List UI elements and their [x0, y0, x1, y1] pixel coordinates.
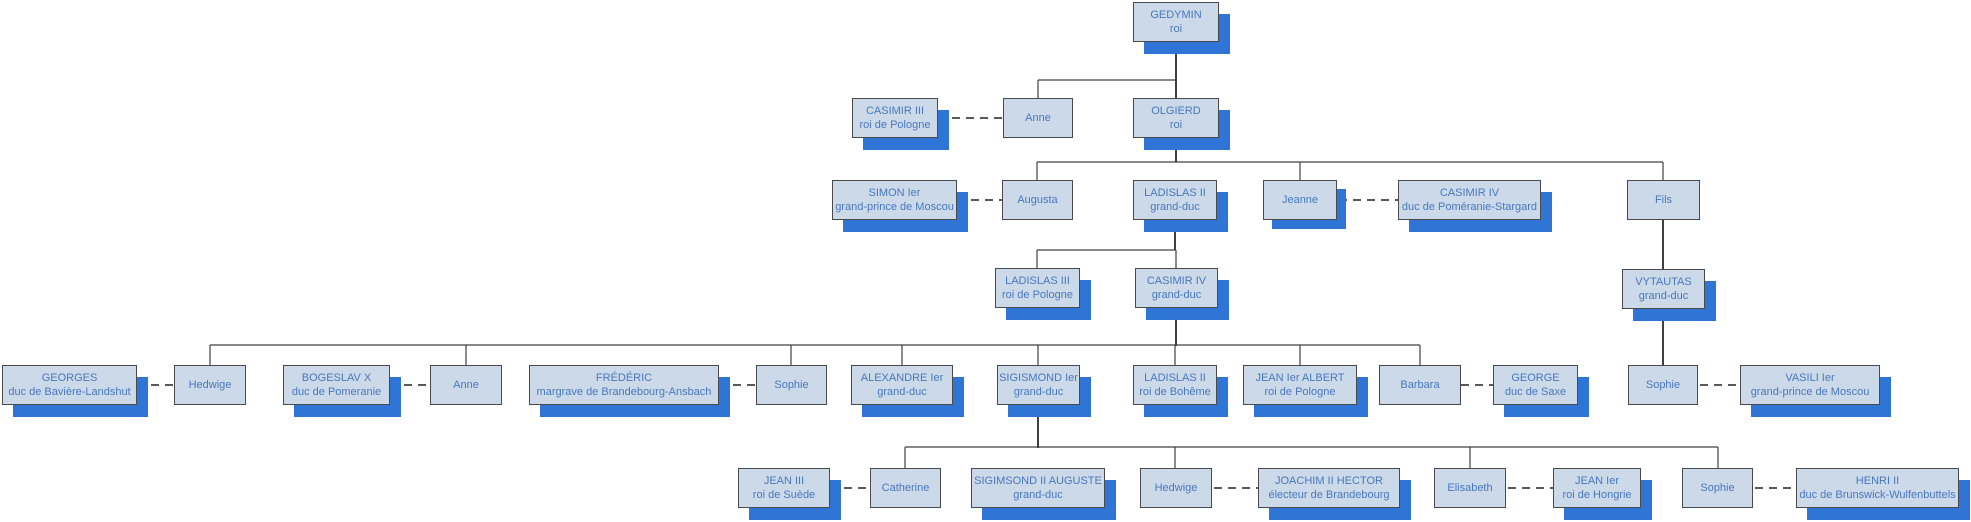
person-name: Hedwige	[1154, 481, 1198, 494]
person-title: duc de Pomeranie	[291, 386, 382, 398]
person-name: GEORGES	[41, 371, 98, 384]
person-name: Sophie	[1645, 378, 1681, 391]
person-name: JOACHIM II HECTOR	[1275, 474, 1383, 487]
person-title: roi de Bohême	[1139, 386, 1211, 398]
person-name: HENRI II	[1855, 474, 1900, 487]
person-name: Fils	[1654, 193, 1673, 206]
node-jeanalbert[interactable]: JEAN Ier ALBERT roi de Pologne	[1243, 365, 1357, 405]
person-name: OLGIERD	[1151, 104, 1201, 117]
node-augusta[interactable]: Augusta	[1002, 180, 1073, 220]
node-casimir4ps[interactable]: CASIMIR IV duc de Poméranie-Stargard	[1398, 180, 1541, 220]
person-name: BOGESLAV X	[301, 371, 372, 384]
person-title: duc de Poméranie-Stargard	[1401, 201, 1538, 213]
person-name: JEAN Ier ALBERT	[1255, 371, 1345, 384]
node-anne1[interactable]: Anne	[1003, 98, 1073, 138]
node-jean1hongrie[interactable]: JEAN Ier roi de Hongrie	[1553, 468, 1641, 508]
person-name: VYTAUTAS	[1635, 275, 1692, 288]
node-olgierd[interactable]: OLGIERD roi	[1133, 98, 1219, 138]
node-sophie1[interactable]: Sophie	[756, 365, 827, 405]
person-name: GEORGE	[1511, 371, 1560, 384]
person-name: FRÉDÉRIC	[595, 371, 653, 384]
person-name: Jeanne	[1281, 193, 1319, 206]
person-title: duc de Brunswick-Wulfenbuttels	[1799, 489, 1956, 501]
person-name: LADISLAS II	[1144, 371, 1206, 384]
person-name: LADISLAS III	[1005, 274, 1070, 287]
person-name: Sophie	[774, 378, 809, 391]
person-name: Catherine	[881, 481, 930, 494]
person-name: Augusta	[1017, 193, 1058, 206]
person-title: duc de Saxe	[1504, 386, 1567, 398]
person-name: SIGISMOND Ier	[999, 371, 1078, 384]
node-casimir3[interactable]: CASIMIR III roi de Pologne	[852, 98, 938, 138]
person-name: GEDYMIN	[1150, 8, 1202, 21]
node-ladislas2[interactable]: LADISLAS II grand-duc	[1133, 180, 1217, 220]
node-sophie2[interactable]: Sophie	[1628, 365, 1698, 405]
node-simon[interactable]: SIMON Ier grand-prince de Moscou	[832, 180, 957, 220]
person-name: JEAN Ier	[1574, 474, 1619, 487]
node-ladislas3[interactable]: LADISLAS III roi de Pologne	[995, 268, 1080, 308]
node-catherine[interactable]: Catherine	[870, 468, 941, 508]
marriage-lines	[137, 117, 1796, 489]
person-name: Anne	[453, 378, 479, 391]
node-ladislas2bo[interactable]: LADISLAS II roi de Bohême	[1133, 365, 1217, 405]
person-name: CASIMIR IV	[1146, 274, 1207, 287]
node-sigimsond2[interactable]: SIGIMSOND II AUGUSTE grand-duc	[971, 468, 1105, 508]
person-name: ALEXANDRE Ier	[860, 371, 944, 384]
person-title: duc de Bavière-Landshut	[8, 386, 131, 398]
node-sigismond1[interactable]: SIGISMOND Ier grand-duc	[997, 365, 1080, 405]
person-name: SIGIMSOND II AUGUSTE	[974, 474, 1102, 487]
node-joachim[interactable]: JOACHIM II HECTOR électeur de Brandebour…	[1258, 468, 1400, 508]
person-title: roi	[1169, 23, 1183, 35]
node-vasili[interactable]: VASILI Ier grand-prince de Moscou	[1740, 365, 1880, 405]
person-name: Elisabeth	[1447, 481, 1493, 494]
node-hedwige2[interactable]: Hedwige	[1140, 468, 1212, 508]
person-name: VASILI Ier	[1785, 371, 1835, 384]
node-anne2[interactable]: Anne	[430, 365, 502, 405]
node-hedwige1[interactable]: Hedwige	[174, 365, 246, 405]
person-name: Sophie	[1700, 481, 1735, 494]
person-name: SIMON Ier	[868, 186, 921, 199]
person-title: électeur de Brandebourg	[1268, 489, 1390, 501]
person-title: grand-duc	[1151, 289, 1202, 301]
person-title: grand-duc	[1150, 201, 1200, 213]
node-jeanne[interactable]: Jeanne	[1263, 180, 1337, 220]
person-title: grand-duc	[877, 386, 927, 398]
node-sophie3[interactable]: Sophie	[1682, 468, 1753, 508]
person-title: roi	[1169, 119, 1183, 131]
person-name: Hedwige	[188, 378, 232, 391]
node-casimir4gd[interactable]: CASIMIR IV grand-duc	[1135, 268, 1218, 308]
node-vytautas[interactable]: VYTAUTAS grand-duc	[1622, 269, 1705, 309]
person-name: Anne	[1025, 111, 1051, 124]
person-title: roi de Pologne	[1002, 289, 1073, 301]
person-name: Barbara	[1400, 378, 1440, 391]
node-gedymin[interactable]: GEDYMIN roi	[1133, 2, 1219, 42]
sibling-bus-lines	[209, 79, 1719, 468]
node-elisabeth[interactable]: Elisabeth	[1434, 468, 1506, 508]
node-barbara[interactable]: Barbara	[1379, 365, 1461, 405]
node-jean3[interactable]: JEAN III roi de Suède	[738, 468, 830, 508]
node-alexandre[interactable]: ALEXANDRE Ier grand-duc	[851, 365, 953, 405]
person-name: CASIMIR IV	[1439, 186, 1500, 199]
person-name: LADISLAS II	[1144, 186, 1206, 199]
node-frederic[interactable]: FRÉDÉRIC margrave de Brandebourg-Ansbach	[529, 365, 719, 405]
person-title: margrave de Brandebourg-Ansbach	[536, 386, 712, 398]
person-title: roi de Hongrie	[1562, 489, 1632, 501]
person-title: grand-duc	[1013, 489, 1063, 501]
person-title: grand-prince de Moscou	[835, 201, 954, 213]
node-bogeslav[interactable]: BOGESLAV X duc de Pomeranie	[283, 365, 390, 405]
person-title: roi de Pologne	[1264, 386, 1336, 398]
person-title: grand-duc	[1013, 386, 1064, 398]
descent-lines	[1037, 42, 1664, 448]
person-title: grand-prince de Moscou	[1750, 386, 1870, 398]
person-title: grand-duc	[1638, 290, 1689, 302]
node-georgesbav[interactable]: GEORGES duc de Bavière-Landshut	[2, 365, 137, 405]
person-name: JEAN III	[763, 474, 805, 487]
node-henri2[interactable]: HENRI II duc de Brunswick-Wulfenbuttels	[1796, 468, 1959, 508]
person-title: roi de Suède	[752, 489, 816, 501]
node-fils[interactable]: Fils	[1627, 180, 1700, 220]
person-title: roi de Pologne	[859, 119, 931, 131]
node-georgesaxe[interactable]: GEORGE duc de Saxe	[1493, 365, 1578, 405]
person-name: CASIMIR III	[865, 104, 925, 117]
